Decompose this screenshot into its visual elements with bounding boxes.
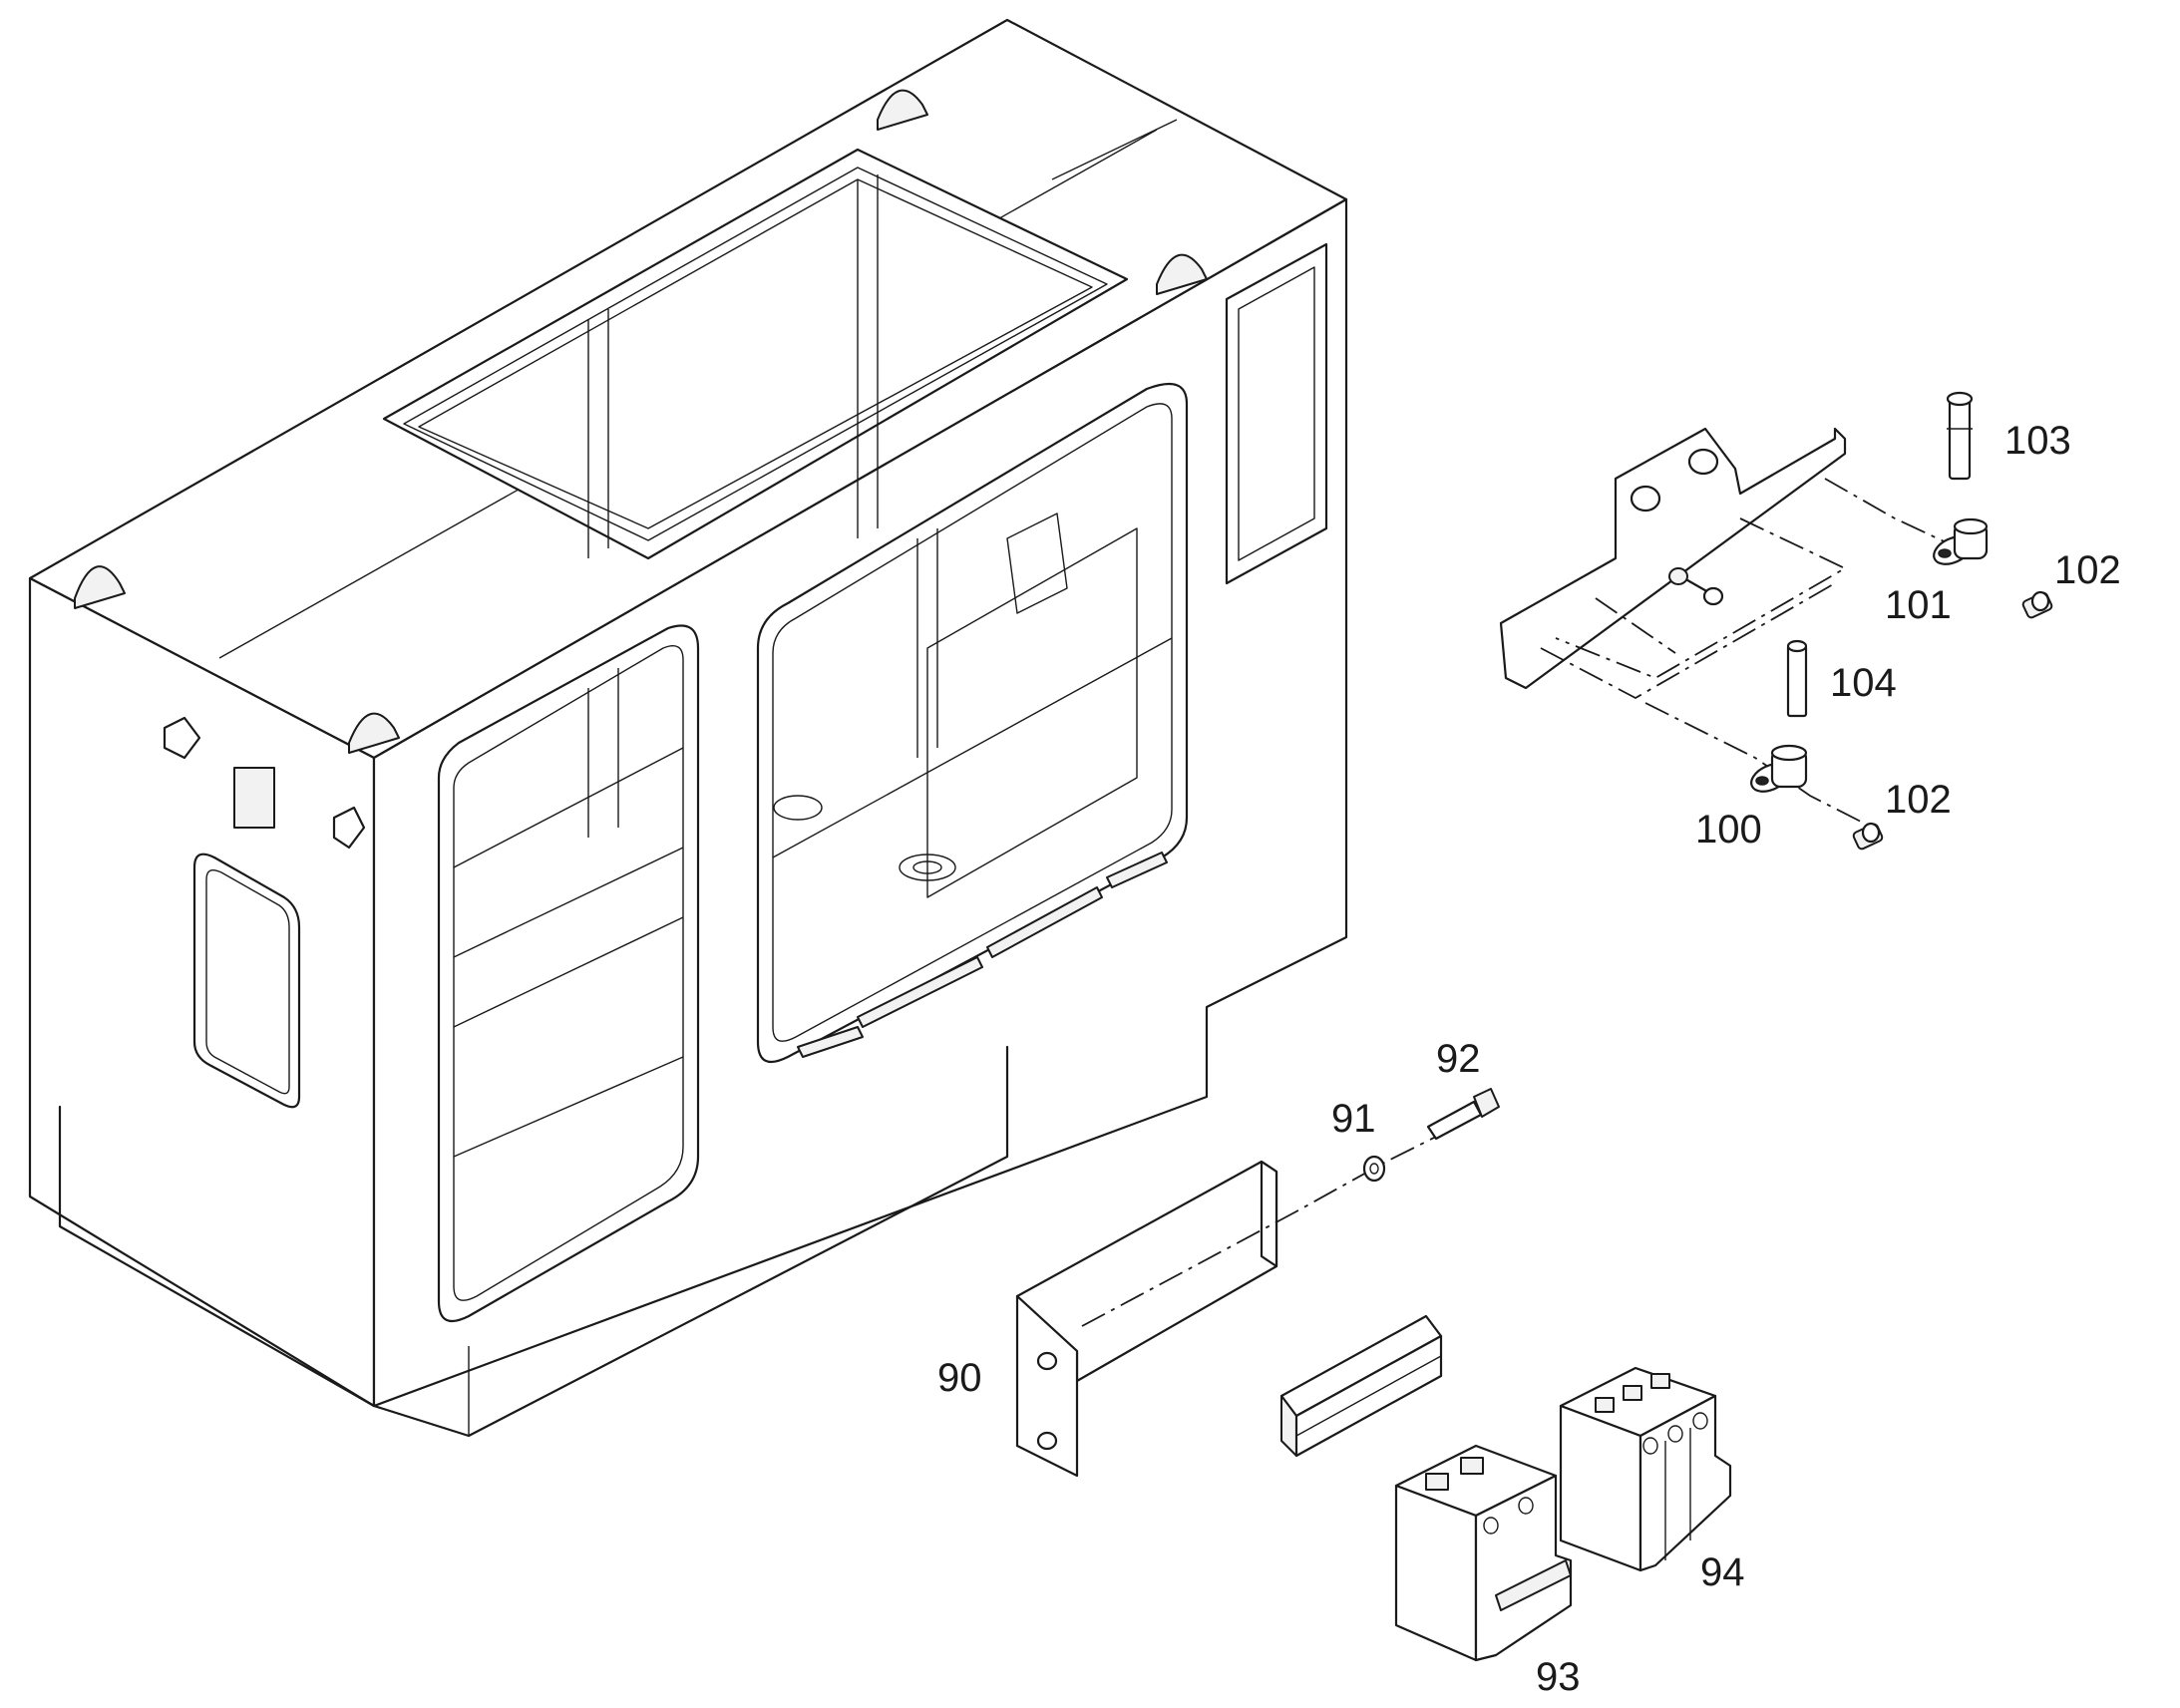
- din-rail: [1279, 1314, 1443, 1458]
- breaker-94: [1559, 1366, 1732, 1572]
- left-end-window: [163, 716, 366, 1109]
- washer-91: [1362, 1155, 1386, 1183]
- bracket-assembly: [1015, 1088, 1732, 1662]
- callout-102-lower: 102: [1885, 778, 1952, 822]
- hinge-101: [1933, 517, 1989, 565]
- screw-102-lower: [1852, 822, 1884, 851]
- hinge-100: [1750, 744, 1808, 793]
- callout-103: 103: [2004, 419, 2071, 463]
- callout-92: 92: [1436, 1037, 1481, 1081]
- callout-90: 90: [937, 1356, 982, 1400]
- lifting-eyes: [74, 89, 1208, 754]
- bolt-92: [1426, 1088, 1500, 1141]
- hinge-plate: [1499, 427, 1847, 690]
- callout-93: 93: [1536, 1655, 1581, 1699]
- top-opening: [382, 148, 1129, 560]
- callout-104: 104: [1830, 661, 1897, 705]
- callout-101: 101: [1885, 583, 1952, 627]
- callout-100: 100: [1695, 808, 1762, 852]
- callout-labels: 103 102 101 104 102 100 92 91 90 94 93: [937, 419, 2121, 1699]
- cabinet-frame: [28, 18, 1348, 1438]
- screw-102-upper: [2021, 590, 2053, 619]
- right-end-openings: [1225, 242, 1328, 585]
- hinge-plate-assembly: [1499, 391, 2053, 851]
- front-right-opening: [756, 382, 1189, 1064]
- pin-103: [1946, 391, 1974, 481]
- callout-91: 91: [1331, 1097, 1376, 1141]
- angle-bracket-90: [1015, 1160, 1278, 1478]
- front-left-opening: [437, 624, 700, 1323]
- callout-102-upper: 102: [2054, 548, 2121, 592]
- callout-94: 94: [1700, 1550, 1745, 1594]
- breaker-93: [1394, 1444, 1573, 1662]
- left-end-box: [233, 767, 275, 829]
- pin-104: [1786, 639, 1808, 718]
- plate-pin: [1668, 567, 1724, 606]
